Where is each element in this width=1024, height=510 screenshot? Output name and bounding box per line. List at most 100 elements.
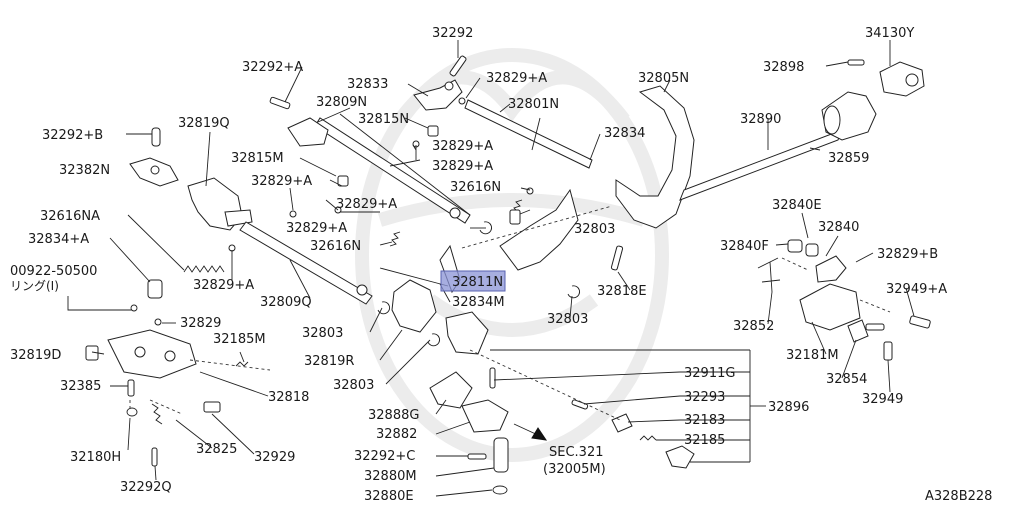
label-32829A-6: 32829+A [286,221,347,236]
label-32180H: 32180H [70,450,121,465]
label-32185M: 32185M [213,332,266,347]
label-32801N: 32801N [508,97,559,112]
shaft-32890[interactable] [679,129,843,201]
label-32840F: 32840F [720,239,769,254]
label-32949A: 32949+A [886,282,947,297]
label-32811N: 32811N [452,275,503,290]
assembly-guides [129,205,891,421]
ball-32829A-group[interactable] [228,97,534,252]
section-arrow [513,423,548,441]
label-32616NA: 32616NA [40,209,100,224]
label-32815M: 32815M [231,151,284,166]
label-32818: 32818 [268,390,309,405]
label-ring-I: リング(I) [10,279,59,293]
label-32834: 32834 [604,126,645,141]
shaft-32809Q[interactable] [239,221,373,305]
ring-00922-50500[interactable] [130,304,138,312]
bolt-32834[interactable] [509,209,521,225]
label-32829A-7: 32829+A [193,278,254,293]
label-32809N: 32809N [316,95,367,110]
bushing-32840E[interactable] [805,243,819,257]
label-32292Q: 32292Q [120,480,172,495]
diagram-code: A328B228 [925,489,992,504]
label-32833: 32833 [347,77,388,92]
pin-32898[interactable] [847,59,865,66]
label-32896: 32896 [768,400,809,415]
bracket-32833[interactable] [413,79,463,111]
pin-32292A[interactable] [269,96,291,110]
fork-32805N[interactable] [615,85,695,229]
label-sec321-code: (32005M) [543,462,606,477]
label-32805N: 32805N [638,71,689,86]
ball-32829[interactable] [154,318,162,326]
label-32382N: 32382N [59,163,110,178]
boot-32859[interactable] [821,91,877,141]
lever-32840[interactable] [815,255,847,283]
pin-32292C[interactable] [467,453,487,460]
bracket-32181M[interactable] [799,283,861,331]
striking-lever-assembly[interactable] [429,311,489,409]
label-32854: 32854 [826,372,867,387]
label-32898: 32898 [763,60,804,75]
label-32834M: 32834M [452,295,505,310]
pin-32292[interactable] [449,55,467,77]
label-32803-2: 32803 [302,326,343,341]
label-32880E: 32880E [364,489,414,504]
label-32829A-4: 32829+A [251,174,312,189]
label-32859: 32859 [828,151,869,166]
spring-32616NA[interactable] [183,265,225,273]
spring-32185[interactable] [639,435,657,441]
label-32829: 32829 [180,316,221,331]
spring-32185M[interactable] [235,361,249,367]
bolt-32949[interactable] [883,341,893,361]
label-32852: 32852 [733,319,774,334]
lever-32818[interactable] [107,329,197,379]
watermark-emblem [355,48,669,462]
pin-32385[interactable] [127,379,135,397]
plate-32854[interactable] [847,319,885,343]
ring-32180H[interactable] [126,407,138,417]
part-labels: 32292 34130Y 32292+A 32833 32829+A 32805… [10,26,992,504]
bushing-32840F[interactable] [787,239,803,253]
bolt-32929[interactable] [203,401,221,413]
fork-32819Q[interactable] [187,177,253,231]
pin-32888G[interactable] [489,367,496,389]
bolt-32834A[interactable] [147,279,163,299]
bracket-32852[interactable] [757,257,781,293]
spring-32616N-2[interactable] [389,231,401,247]
label-32829A-2: 32829+A [432,139,493,154]
label-32888G: 32888G [368,408,419,423]
knob-32896[interactable] [665,445,695,469]
bracket-32382N[interactable] [129,157,179,187]
fork-bracket-32809N[interactable] [287,117,329,147]
label-32293: 32293 [684,390,725,405]
label-32829B: 32829+B [877,247,938,262]
rod-32880M[interactable] [493,437,509,473]
leader-lines [67,40,915,497]
fork-32819R[interactable] [391,279,437,333]
label-32819Q: 32819Q [178,116,230,131]
plug-32815N[interactable] [427,125,439,137]
ring-32880E[interactable] [492,485,508,495]
pin-32818E[interactable] [610,245,624,271]
pin-32292B[interactable] [151,127,161,147]
label-32803-3: 32803 [547,312,588,327]
bolt-32949A[interactable] [909,315,931,329]
lever-32882[interactable] [461,399,509,433]
label-32292A: 32292+A [242,60,303,75]
label-32825: 32825 [196,442,237,457]
label-32385: 32385 [60,379,101,394]
label-32819D: 32819D [10,348,61,363]
label-32819R: 32819R [304,354,354,369]
spring-32825[interactable] [151,403,163,425]
label-32929: 32929 [254,450,295,465]
label-32840E: 32840E [772,198,822,213]
shaft-32801N[interactable] [464,99,593,169]
joint-34130Y[interactable] [879,61,925,97]
label-32803-1: 32803 [574,222,615,237]
label-32616N-2: 32616N [310,239,361,254]
plug-32815M[interactable] [337,175,349,187]
plate-32183[interactable] [611,413,633,433]
pin-32292Q[interactable] [151,447,158,467]
